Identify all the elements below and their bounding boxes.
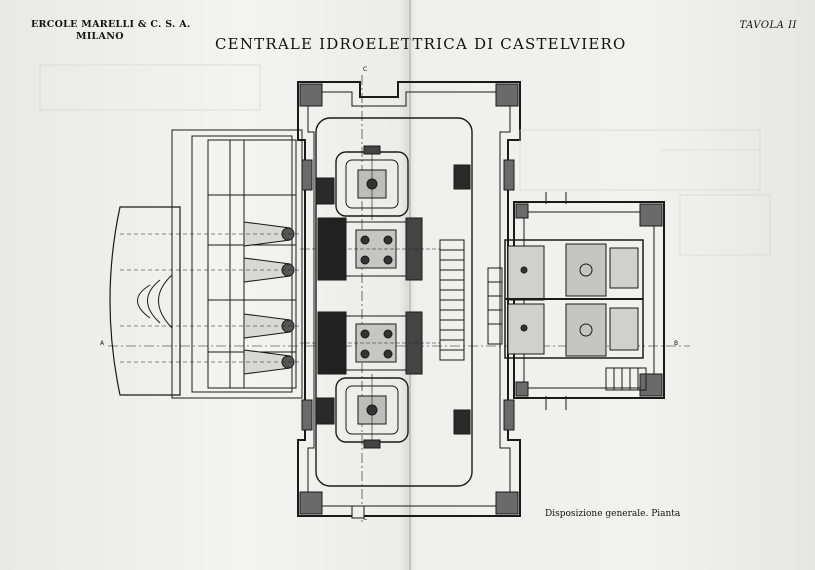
company-name: ERCOLE MARELLI & C. S. A. — [31, 19, 191, 30]
company-city: MILANO — [76, 31, 124, 42]
section-mark-a: A — [100, 340, 105, 347]
generator-unit-lower — [335, 374, 409, 449]
section-mark-c-bottom: C — [363, 515, 368, 522]
show-through-lines — [39, 64, 771, 256]
section-mark-c-top: C — [363, 66, 368, 73]
generator-unit-upper — [335, 145, 409, 220]
penstock-intake — [109, 129, 303, 399]
turbine-unit-lower — [300, 311, 440, 375]
machine-hall — [297, 81, 521, 519]
plate-number: TAVOLA II — [739, 20, 797, 31]
switchgear-building — [487, 192, 665, 410]
drawing-title: CENTRALE IDROELETTRICA DI CASTELVIERO — [215, 35, 627, 53]
turbine-unit-upper — [300, 217, 440, 281]
section-mark-b: B — [674, 340, 679, 347]
plan-caption: Disposizione generale. Pianta — [545, 509, 681, 519]
